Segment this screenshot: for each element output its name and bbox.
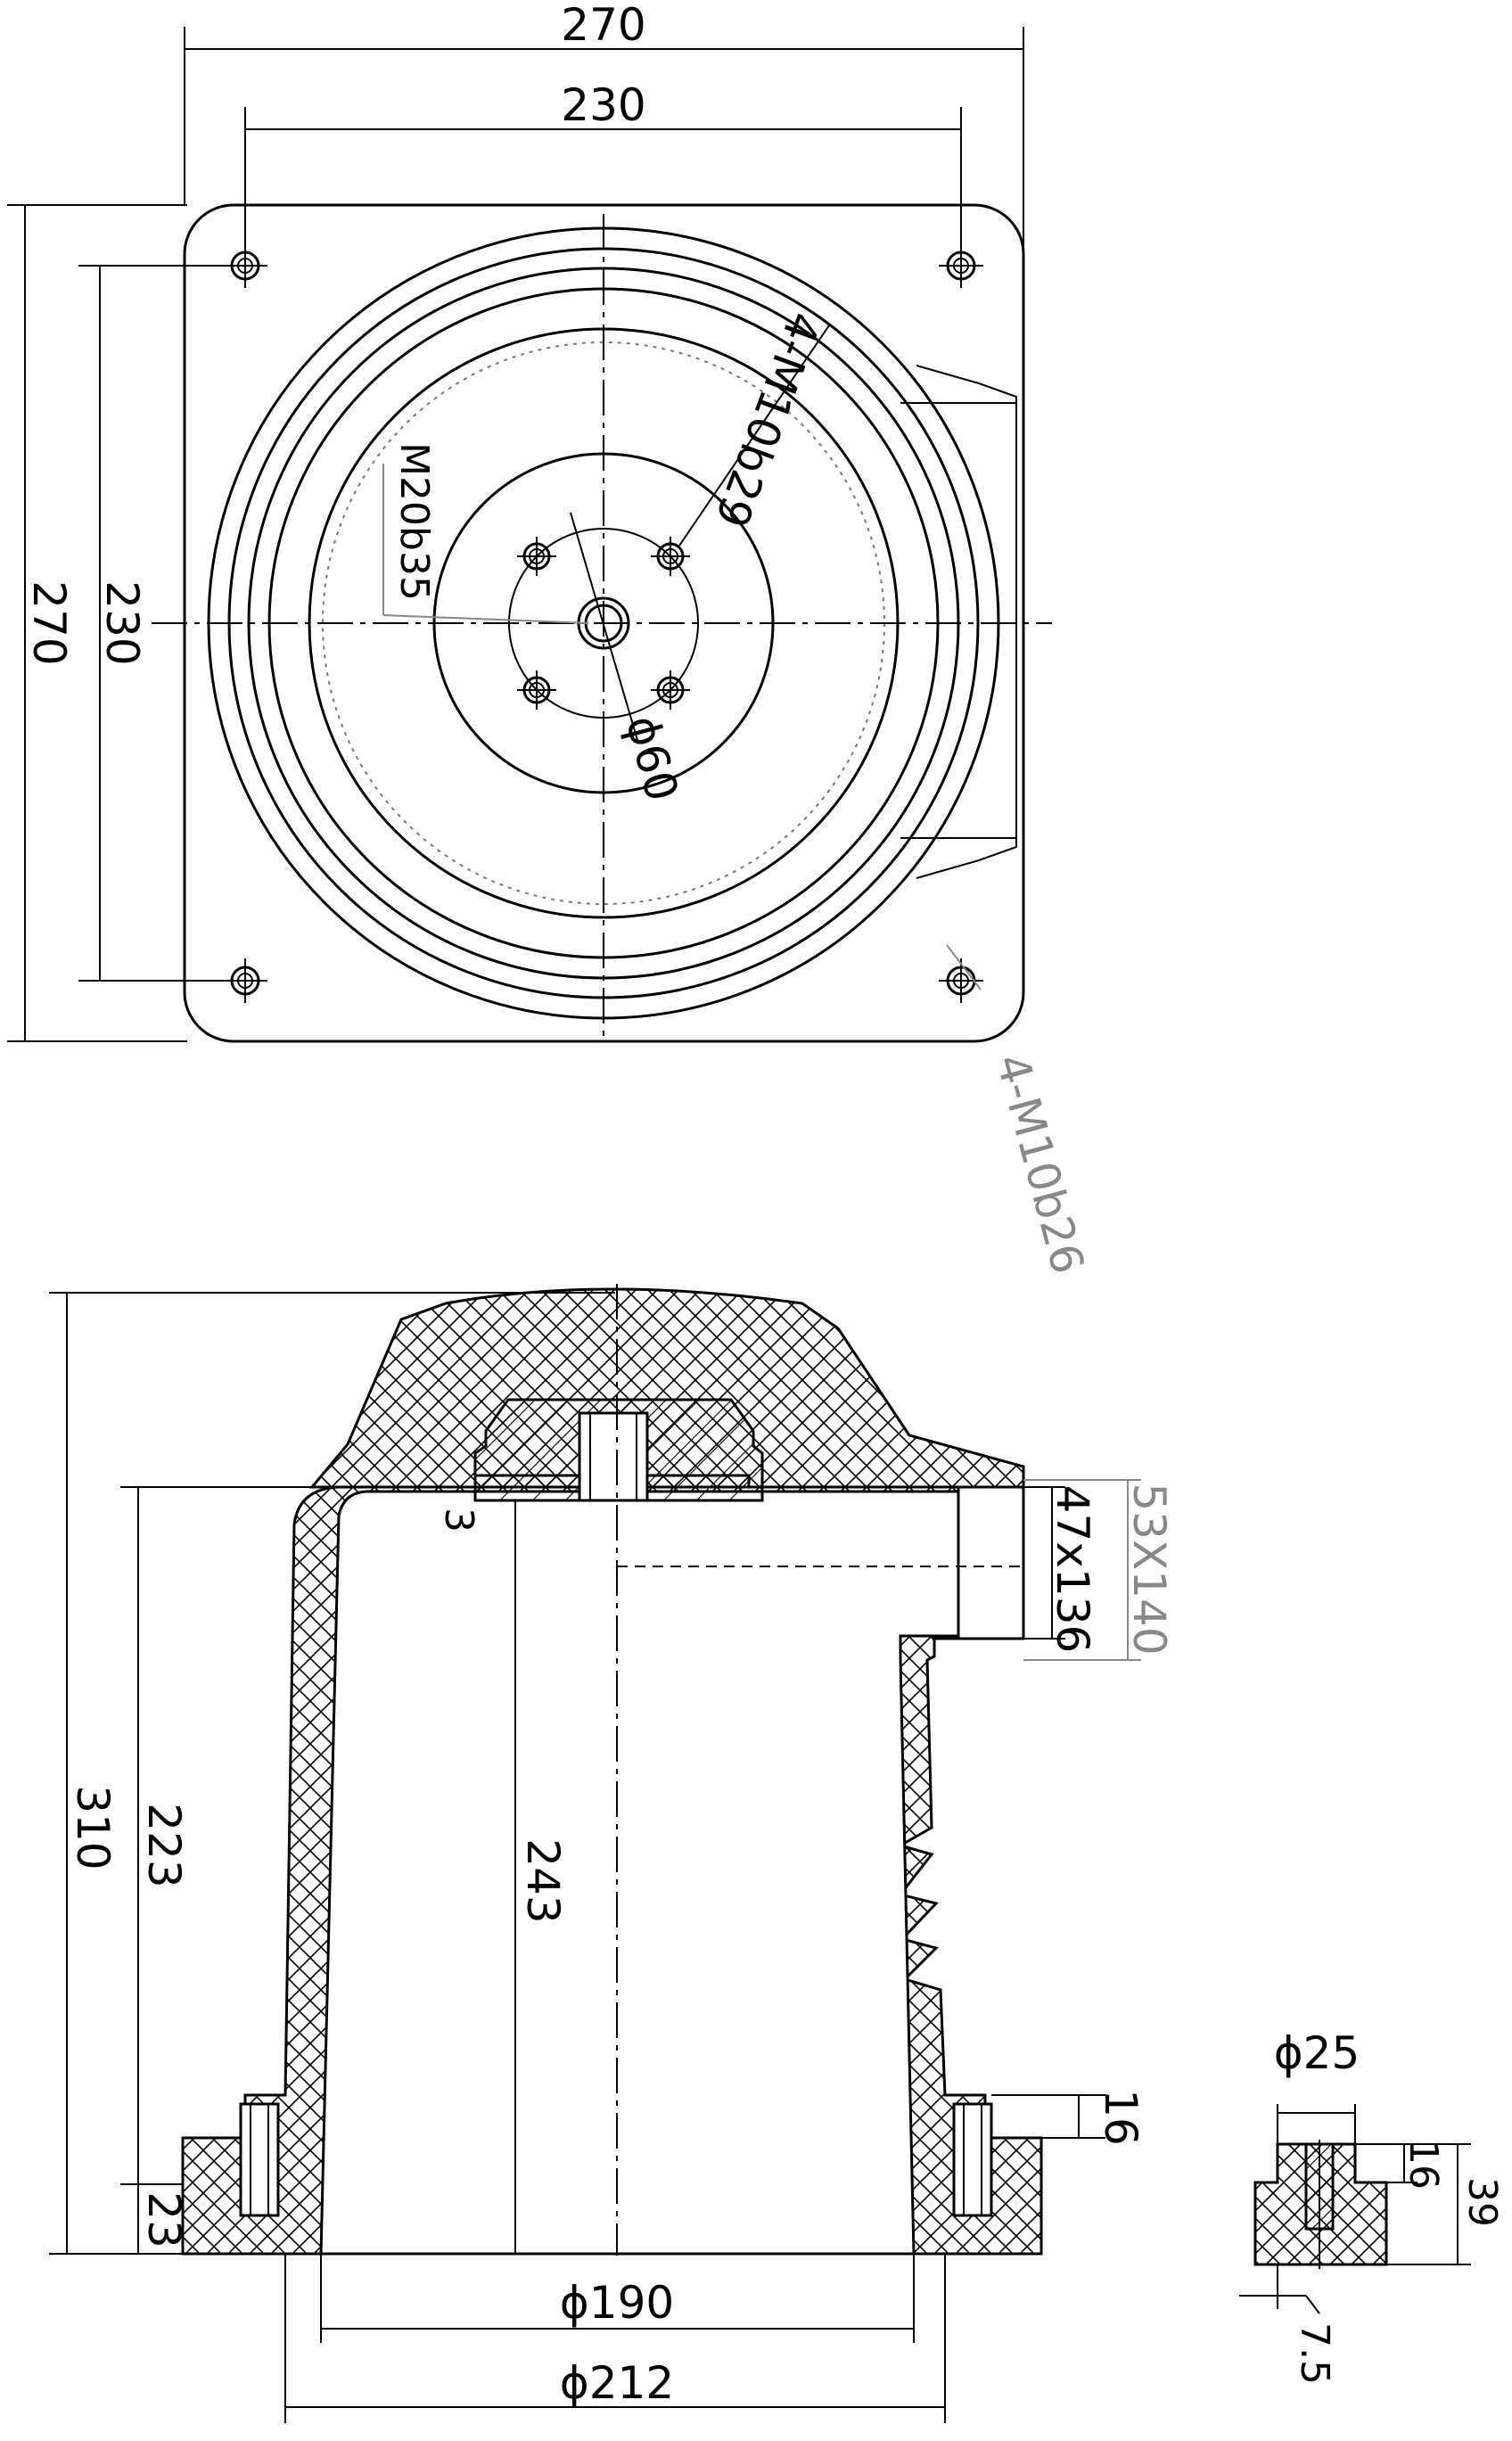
svg-text:230: 230	[561, 79, 645, 131]
bottom-inserts	[239, 2102, 993, 2217]
svg-text:ϕ212: ϕ212	[560, 2357, 674, 2409]
dim-insert-16: 16	[991, 2089, 1146, 2146]
corner-bolt-holes	[223, 243, 983, 1003]
dim-height-outer: 270	[7, 204, 187, 1042]
dim-inner-depth: 243	[514, 1500, 569, 2254]
section-view: 310 223 23 243 3 47x136 53X140	[49, 1284, 1175, 2423]
dim-width-outer: 270	[184, 0, 1024, 267]
leaders	[382, 325, 982, 990]
svg-text:16: 16	[1401, 2140, 1446, 2190]
dim-window: 47x136 53X140	[1023, 1479, 1175, 1661]
svg-text:23: 23	[138, 2191, 190, 2248]
thread-label-center: M20b35	[391, 442, 437, 601]
insert-detail: ϕ25 16 39 7.5	[1239, 2027, 1505, 2385]
inner-cavity	[319, 1490, 960, 2256]
inner-bolt-holes	[517, 537, 690, 710]
corner-thread-label: 4-M10b26	[986, 1048, 1094, 1278]
dim-height-223: 223	[120, 1486, 312, 2254]
side-window	[957, 1485, 1025, 1640]
svg-text:310: 310	[67, 1785, 119, 1870]
detail-dim-7-5: 7.5	[1239, 2264, 1337, 2385]
detail-dim-dia: ϕ25	[1274, 2027, 1360, 2144]
svg-text:16: 16	[1095, 2089, 1146, 2146]
dim-total-height: 310	[49, 1292, 615, 2255]
svg-text:270: 270	[23, 580, 75, 665]
detail-dim-39: 39	[1355, 2143, 1505, 2265]
thread-label-large: 4-M10b29	[705, 306, 831, 535]
svg-text:7.5: 7.5	[1292, 2322, 1337, 2385]
dim-height-inner: 230	[78, 265, 245, 982]
dim-outer-dia: ϕ212	[284, 2254, 946, 2423]
svg-text:39: 39	[1459, 2177, 1505, 2227]
svg-text:47x136: 47x136	[1047, 1485, 1098, 1654]
svg-text:ϕ190: ϕ190	[560, 2277, 674, 2329]
side-boss	[900, 365, 1017, 879]
svg-text:243: 243	[517, 1838, 569, 1923]
top-view: 270 230 270 230	[7, 0, 1094, 1279]
dim-base-23: 23	[120, 2183, 190, 2248]
detail-dim-16: 16	[1355, 2140, 1446, 2190]
svg-text:53X140: 53X140	[1123, 1483, 1175, 1655]
dim-width-inner: 230	[244, 79, 962, 259]
svg-text:270: 270	[561, 0, 645, 51]
dim-3: 3	[436, 1508, 481, 1533]
svg-text:230: 230	[96, 580, 148, 665]
dim-inner-dia: ϕ190	[320, 2254, 915, 2343]
svg-text:ϕ25: ϕ25	[1274, 2027, 1360, 2079]
svg-text:223: 223	[138, 1803, 190, 1887]
